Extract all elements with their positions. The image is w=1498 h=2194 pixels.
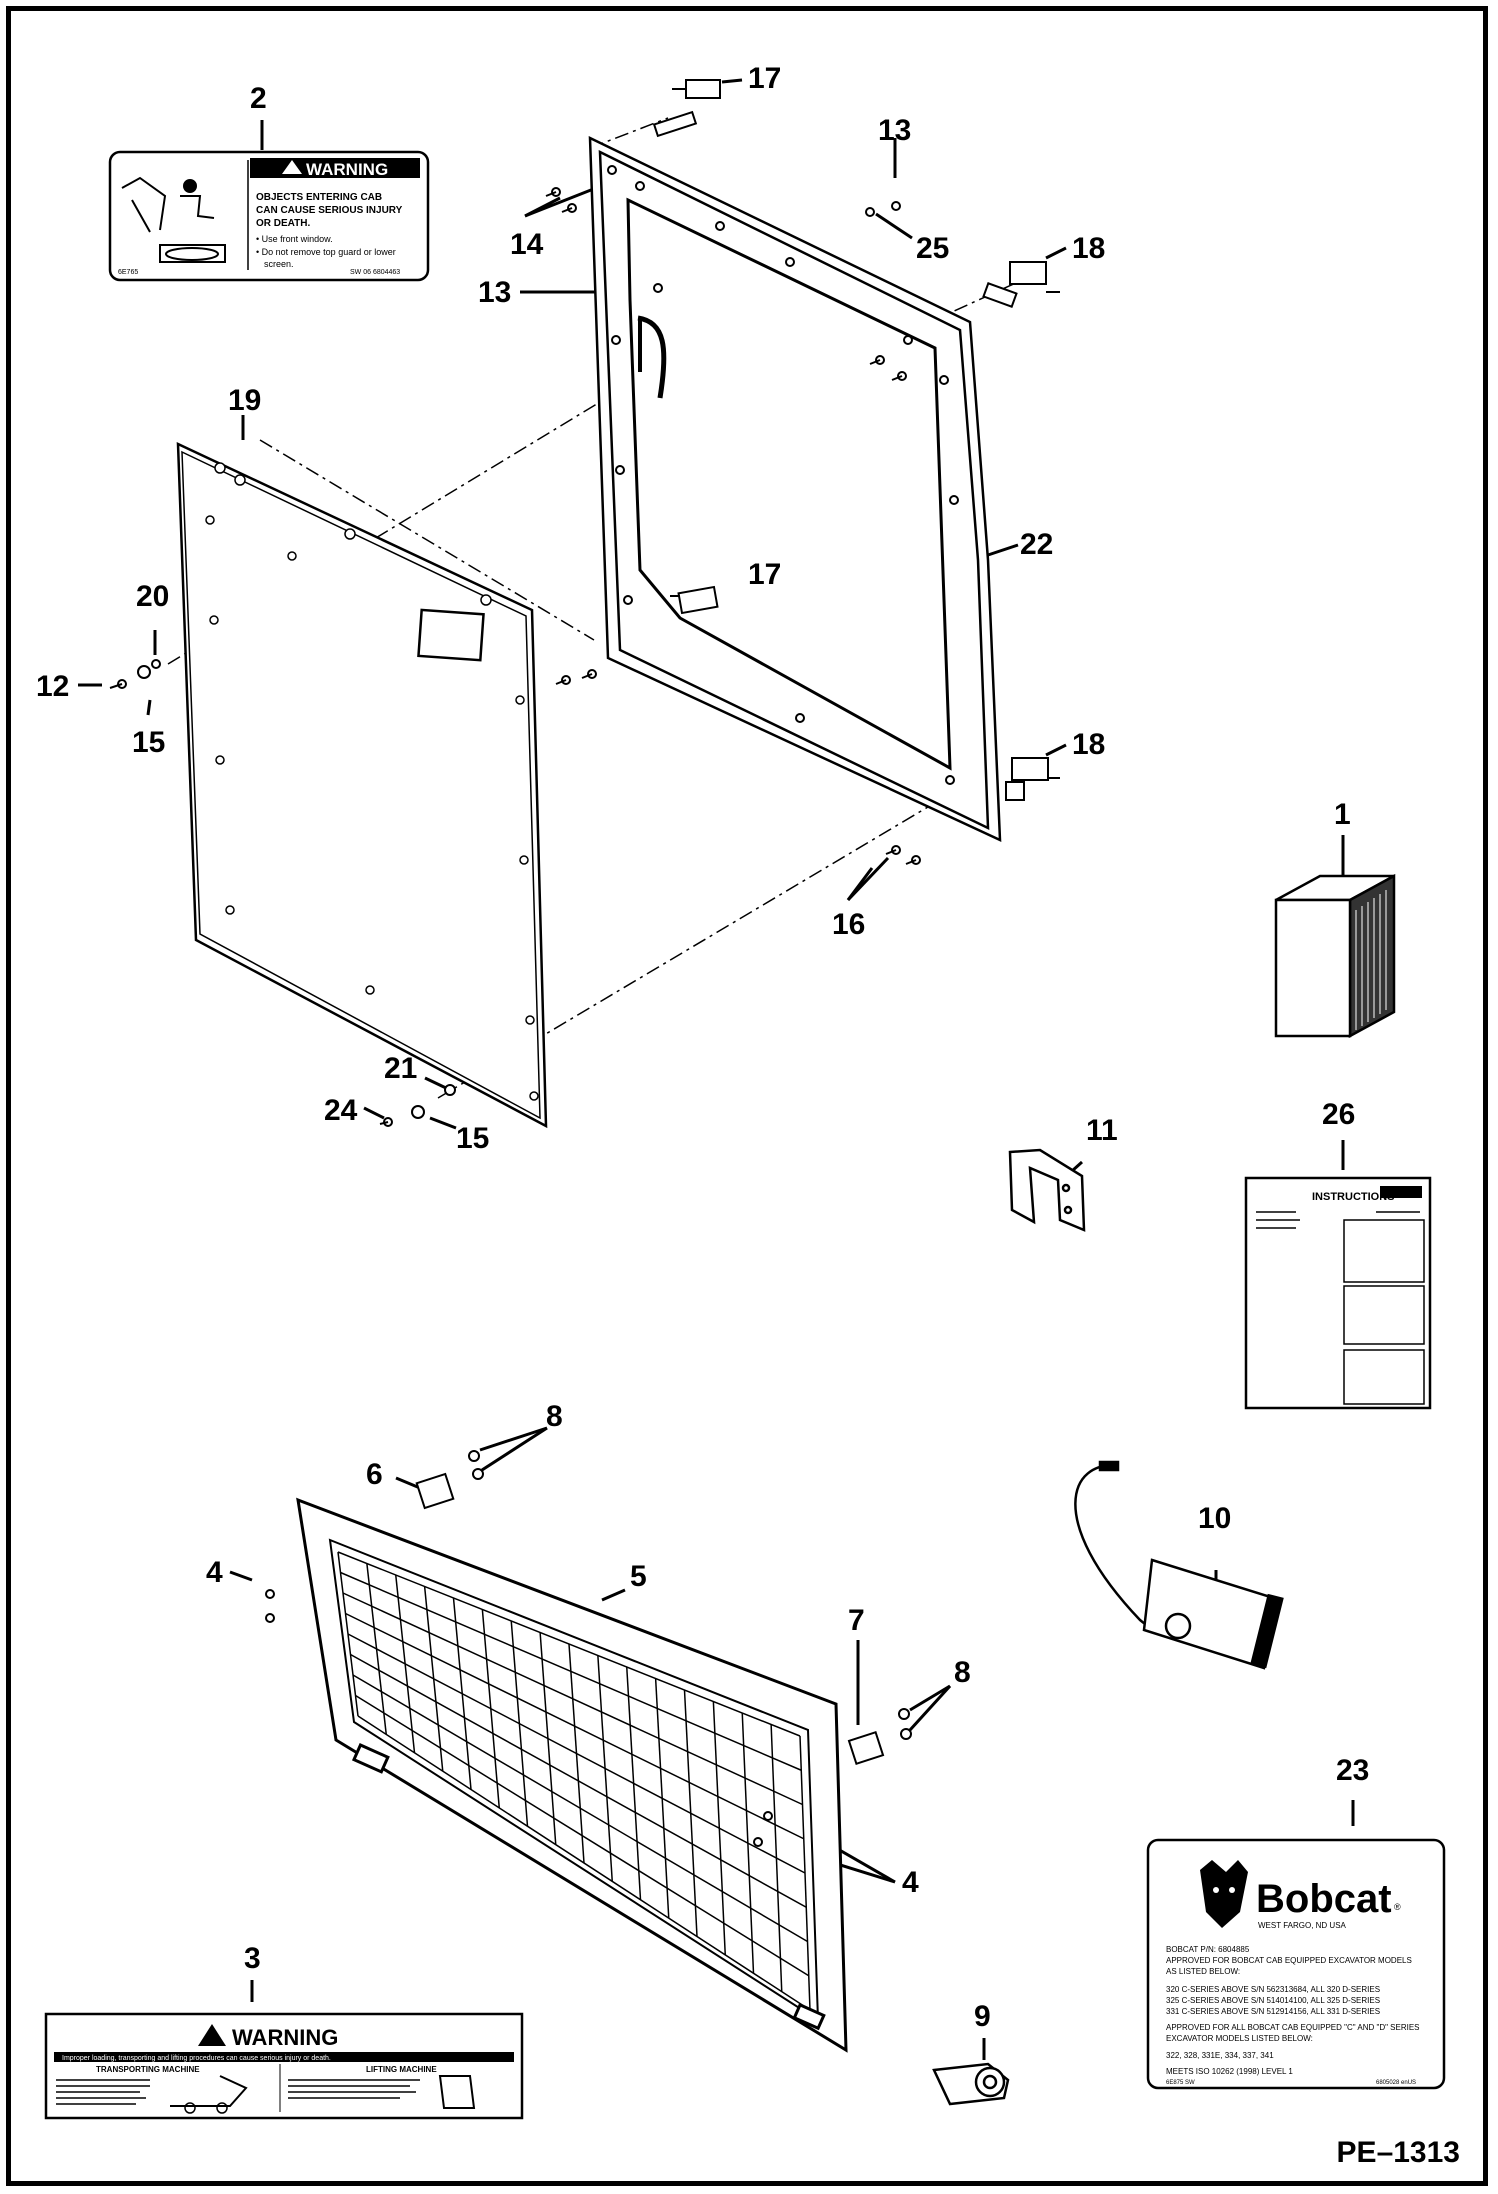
bobcat-logo-icon: [1200, 1860, 1248, 1928]
bobcat-brand: Bobcat: [1256, 1877, 1392, 1921]
callout-4: 4: [206, 1556, 223, 1589]
cab-hazard-pictogram: [121, 176, 226, 263]
callout-25: 25: [916, 232, 950, 265]
callout-6: 6: [366, 1458, 383, 1491]
callout-5: 5: [630, 1560, 647, 1593]
callout-9: 9: [974, 2000, 991, 2033]
callout-11: 11: [1086, 1114, 1118, 1147]
decal-2-bullet: • Do not remove top guard or lower: [256, 247, 396, 257]
callout-26: 26: [1322, 1098, 1356, 1131]
instruction-sheet-26: INSTRUCTIONS: [1244, 1176, 1432, 1410]
decal-3-heading: WARNING: [232, 2025, 338, 2050]
callout-24: 24: [324, 1094, 358, 1127]
screen-mesh-line: [342, 1592, 803, 1806]
decal-23-line: 322, 328, 331E, 334, 337, 341: [1166, 2051, 1274, 2060]
hinge-part-17-mid: [670, 585, 719, 615]
decal-3-col-left: TRANSPORTING MACHINE: [96, 2065, 200, 2074]
decal-2-code-left: 6E765: [118, 269, 138, 276]
callout-17: 17: [748, 62, 782, 95]
screen-mesh-line: [357, 1715, 811, 2011]
callout-17: 17: [748, 558, 782, 591]
front-screen-part-5: [296, 1497, 848, 2053]
screen-mesh-line: [345, 1612, 805, 1840]
callout-12: 12: [36, 670, 70, 703]
screen-mesh-line: [347, 1633, 806, 1874]
callout-7: 7: [848, 1604, 865, 1637]
decal-23-line: 325 C-SERIES ABOVE S/N 514014100, ALL 32…: [1166, 1996, 1380, 2005]
decal-23-code-right: 6805028 enUS: [1376, 2080, 1416, 2086]
callout-22: 22: [1020, 528, 1054, 561]
part-1-block: [1274, 873, 1396, 1039]
callout-16: 16: [832, 908, 866, 941]
callout-21: 21: [384, 1052, 418, 1085]
hinge-part-17-top: [652, 79, 721, 138]
decal-23-line: BOBCAT P/N: 6804885: [1166, 1945, 1250, 1954]
callout-13: 13: [878, 114, 912, 147]
screen-mesh-line: [337, 1551, 801, 1737]
decal-2-line: OBJECTS ENTERING CAB: [256, 192, 382, 203]
screen-mesh-line: [352, 1674, 808, 1943]
callout-18: 18: [1072, 728, 1106, 761]
decal-23-line: 320 C-SERIES ABOVE S/N 562313684, ALL 32…: [1166, 1985, 1380, 1994]
bracket-part-11: [1008, 1148, 1086, 1232]
decal-23-code-left: 6E875 SW: [1166, 2080, 1195, 2086]
warning-decal-2: WARNING OBJECTS ENTERING CAB CAN CAUSE S…: [108, 150, 430, 282]
callout-15: 15: [456, 1122, 490, 1155]
decal-3-col-right: LIFTING MACHINE: [366, 2065, 437, 2074]
warning-decal-3: WARNING Improper loading, transporting a…: [44, 2012, 524, 2120]
hinge-parts-6-7-8: [265, 1450, 912, 1847]
bobcat-trademark: ®: [1394, 1902, 1401, 1912]
callout-19: 19: [228, 384, 262, 417]
callout-20: 20: [136, 580, 170, 613]
part-10-retainer: [1074, 1460, 1284, 1670]
decal-23-line: MEETS ISO 10262 (1998) LEVEL 1: [1166, 2067, 1293, 2076]
callout-8: 8: [954, 1656, 971, 1689]
decal-2-code-right: SW 06 6804463: [350, 269, 400, 276]
decal-23-line: 331 C-SERIES ABOVE S/N 512914156, ALL 33…: [1166, 2007, 1380, 2016]
decal-2-bullet: screen.: [264, 259, 294, 269]
latch-part-9: [932, 2062, 1010, 2106]
sheet-26-heading: INSTRUCTIONS: [1312, 1191, 1395, 1203]
decal-3-subheading: Improper loading, transporting and lifti…: [62, 2055, 331, 2062]
side-panel-part-19: [176, 441, 548, 1129]
screen-mesh-line: [340, 1571, 802, 1771]
decal-23-line: EXCAVATOR MODELS LISTED BELOW:: [1166, 2034, 1313, 2043]
screws-part-16: [885, 845, 921, 865]
warning-triangle-icon: [198, 2024, 226, 2046]
decal-2-bullet: • Use front window.: [256, 234, 333, 244]
bobcat-decal-23: Bobcat ® WEST FARGO, ND USA BOBCAT P/N: …: [1146, 1838, 1446, 2090]
hinge-part-18: [982, 261, 1060, 801]
callout-10: 10: [1198, 1502, 1232, 1535]
door-frame-part-22: [588, 135, 1002, 842]
callout-15: 15: [132, 726, 166, 759]
callout-3: 3: [244, 1942, 261, 1975]
screen-mesh-line: [350, 1653, 807, 1908]
bobcat-location: WEST FARGO, ND USA: [1258, 1921, 1347, 1930]
screen-mesh-line: [355, 1694, 810, 1977]
decal-23-line: APPROVED FOR BOBCAT CAB EQUIPPED EXCAVAT…: [1166, 1956, 1412, 1965]
fasteners-12-15-20: [109, 659, 456, 1127]
decal-2-line: CAN CAUSE SERIOUS INJURY: [256, 205, 403, 216]
callout-2: 2: [250, 82, 267, 115]
callout-1: 1: [1334, 798, 1351, 831]
callout-14: 14: [510, 228, 544, 261]
callout-4: 4: [902, 1866, 919, 1899]
callout-23: 23: [1336, 1754, 1370, 1787]
callout-8: 8: [546, 1400, 563, 1433]
callout-13: 13: [478, 276, 512, 309]
decal-2-heading: WARNING: [306, 160, 388, 179]
screws-part-14: [545, 187, 907, 685]
page-code: PE–1313: [1336, 2136, 1460, 2169]
decal-2-line: OR DEATH.: [256, 218, 310, 229]
page-border: [6, 6, 1488, 2186]
warning-triangle-icon: [282, 160, 302, 174]
callout-18: 18: [1072, 232, 1106, 265]
decal-23-line: APPROVED FOR ALL BOBCAT CAB EQUIPPED "C"…: [1166, 2023, 1420, 2032]
decal-23-line: AS LISTED BELOW:: [1166, 1967, 1240, 1976]
